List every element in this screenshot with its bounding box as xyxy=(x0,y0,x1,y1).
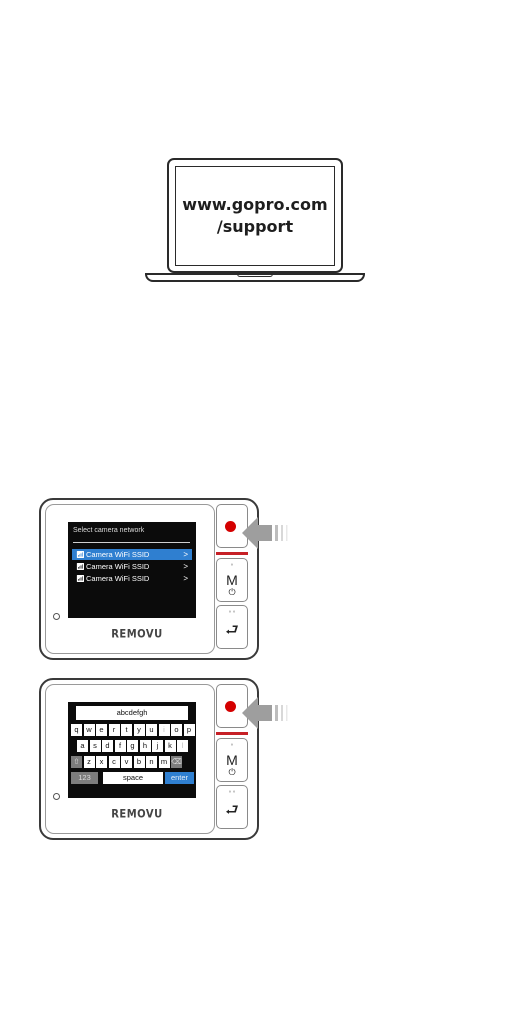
power-icon: ⏻ xyxy=(217,768,247,777)
brand-logo: REMOVU xyxy=(107,808,167,821)
key-enter[interactable]: enter xyxy=(165,772,194,784)
mode-label: M xyxy=(217,573,247,587)
key-z[interactable]: z xyxy=(84,756,95,768)
network-screen-title: Select camera network xyxy=(73,527,144,534)
back-button[interactable]: ° ° ⮐ xyxy=(216,785,248,829)
indicator-dot-icon: ° xyxy=(217,564,247,570)
key-d[interactable]: d xyxy=(102,740,113,752)
key-x[interactable]: x xyxy=(96,756,107,768)
mode-label: M xyxy=(217,753,247,767)
network-item-3[interactable]: 📶︎Camera WiFi SSID > xyxy=(72,573,192,584)
chevron-right-icon: > xyxy=(183,561,188,572)
key-b[interactable]: b xyxy=(134,756,145,768)
network-screen-divider xyxy=(73,542,190,543)
network-item-2[interactable]: 📶︎Camera WiFi SSID > xyxy=(72,561,192,572)
chevron-right-icon: > xyxy=(183,573,188,584)
remote-device-network: Select camera network 📶︎Camera WiFi SSID… xyxy=(39,498,259,660)
network-name: Camera WiFi SSID xyxy=(86,550,149,559)
key-p[interactable]: p xyxy=(184,724,195,736)
press-arrow-icon xyxy=(242,517,288,549)
password-input[interactable]: abcdefgh xyxy=(76,706,188,720)
key-t[interactable]: t xyxy=(121,724,132,736)
chevron-right-icon: > xyxy=(183,549,188,560)
record-dot-icon xyxy=(225,521,236,532)
back-arrow-icon: ⮐ xyxy=(217,803,247,818)
status-led xyxy=(53,613,60,620)
key-h[interactable]: h xyxy=(140,740,151,752)
press-arrow-icon xyxy=(242,697,288,729)
key-y[interactable]: y xyxy=(134,724,145,736)
key-n[interactable]: n xyxy=(146,756,157,768)
key-f[interactable]: f xyxy=(115,740,126,752)
key-a[interactable]: a xyxy=(77,740,88,752)
indicator-dots-icon: ° ° xyxy=(217,611,247,617)
back-arrow-icon: ⮐ xyxy=(217,623,247,638)
key-e[interactable]: e xyxy=(96,724,107,736)
key-r[interactable]: r xyxy=(109,724,120,736)
key-k[interactable]: k xyxy=(165,740,176,752)
key-w[interactable]: w xyxy=(84,724,95,736)
key-i[interactable]: i xyxy=(159,724,170,736)
status-led xyxy=(53,793,60,800)
key-backspace[interactable]: ⌫ xyxy=(171,756,182,768)
device-screen-network: Select camera network 📶︎Camera WiFi SSID… xyxy=(68,522,196,618)
key-space[interactable]: space xyxy=(103,772,163,784)
laptop-illustration: www.gopro.com /support xyxy=(145,158,365,286)
key-shift[interactable]: ⇧ xyxy=(71,756,82,768)
indicator-dots-icon: ° ° xyxy=(217,791,247,797)
key-l[interactable]: l xyxy=(177,740,188,752)
support-url-line1: www.gopro.com xyxy=(182,194,327,216)
key-123[interactable]: 123 xyxy=(71,772,98,784)
mode-power-button[interactable]: ° M ⏻ xyxy=(216,738,248,782)
laptop-screen: www.gopro.com /support xyxy=(175,166,335,266)
laptop-lid: www.gopro.com /support xyxy=(167,158,343,273)
record-dot-icon xyxy=(225,701,236,712)
key-v[interactable]: v xyxy=(121,756,132,768)
laptop-notch xyxy=(237,273,273,277)
record-accent-line xyxy=(216,552,248,555)
network-name: Camera WiFi SSID xyxy=(86,562,149,571)
wifi-icon: 📶︎ xyxy=(76,550,86,561)
key-m[interactable]: m xyxy=(159,756,170,768)
wifi-icon: 📶︎ xyxy=(76,574,86,585)
support-url-line2: /support xyxy=(217,216,293,238)
key-g[interactable]: g xyxy=(127,740,138,752)
mode-power-button[interactable]: ° M ⏻ xyxy=(216,558,248,602)
key-u[interactable]: u xyxy=(146,724,157,736)
record-accent-line xyxy=(216,732,248,735)
key-c[interactable]: c xyxy=(109,756,120,768)
network-name: Camera WiFi SSID xyxy=(86,574,149,583)
back-button[interactable]: ° ° ⮐ xyxy=(216,605,248,649)
key-o[interactable]: o xyxy=(171,724,182,736)
power-icon: ⏻ xyxy=(217,588,247,597)
brand-logo: REMOVU xyxy=(107,628,167,641)
network-item-1[interactable]: 📶︎Camera WiFi SSID > xyxy=(72,549,192,560)
key-s[interactable]: s xyxy=(90,740,101,752)
indicator-dot-icon: ° xyxy=(217,744,247,750)
key-j[interactable]: j xyxy=(152,740,163,752)
key-q[interactable]: q xyxy=(71,724,82,736)
wifi-icon: 📶︎ xyxy=(76,562,86,573)
